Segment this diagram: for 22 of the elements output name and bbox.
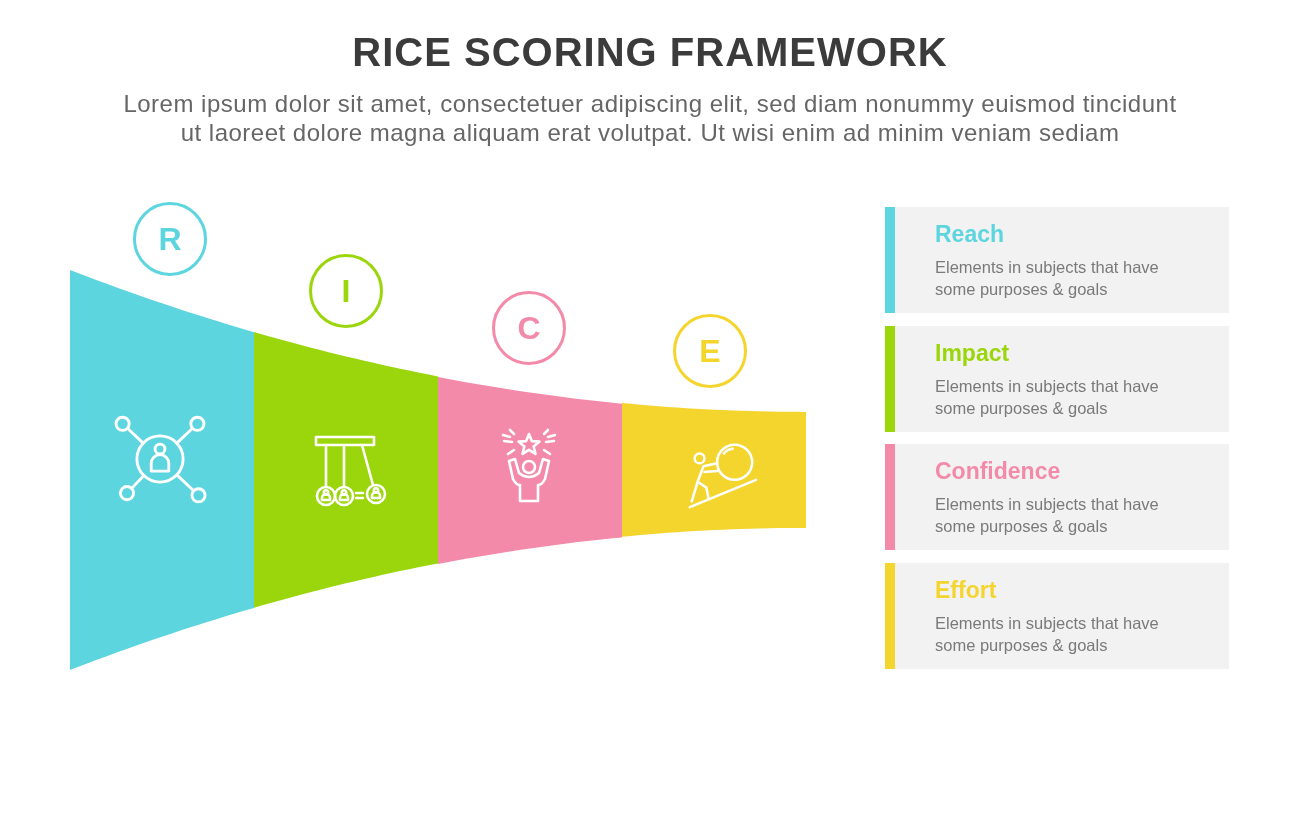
info-card <box>885 326 1229 432</box>
card-description: Elements in subjects that have some purposes & goals <box>935 494 1160 537</box>
subtitle: Lorem ipsum dolor sit amet, consectetuer adipiscing elit, sed diam nonummy euismod tincidunt ut laoreet dolore magna aliquam erat volutpat. Ut wisi enim ad minim veniam sediam <box>122 89 1178 147</box>
card-heading: Impact <box>935 339 1010 367</box>
letter-circle <box>309 254 383 328</box>
title: RICE SCORING FRAMEWORK <box>352 29 948 76</box>
card-description: Elements in subjects that have some purposes & goals <box>935 376 1160 419</box>
circle-letter: E <box>699 334 721 368</box>
card-heading: Confidence <box>935 457 1061 485</box>
info-card <box>885 444 1229 550</box>
info-card <box>885 563 1229 669</box>
circle-letter: I <box>341 274 351 308</box>
card-description: Elements in subjects that have some purposes & goals <box>935 613 1160 656</box>
info-card <box>885 207 1229 313</box>
circle-letter: C <box>517 311 541 345</box>
card-description: Elements in subjects that have some purposes & goals <box>935 257 1160 300</box>
circle-letter: R <box>158 222 182 256</box>
letter-circle <box>492 291 566 365</box>
letter-circle <box>133 202 207 276</box>
card-heading: Effort <box>935 576 997 604</box>
letter-circle <box>673 314 747 388</box>
card-heading: Reach <box>935 220 1005 248</box>
